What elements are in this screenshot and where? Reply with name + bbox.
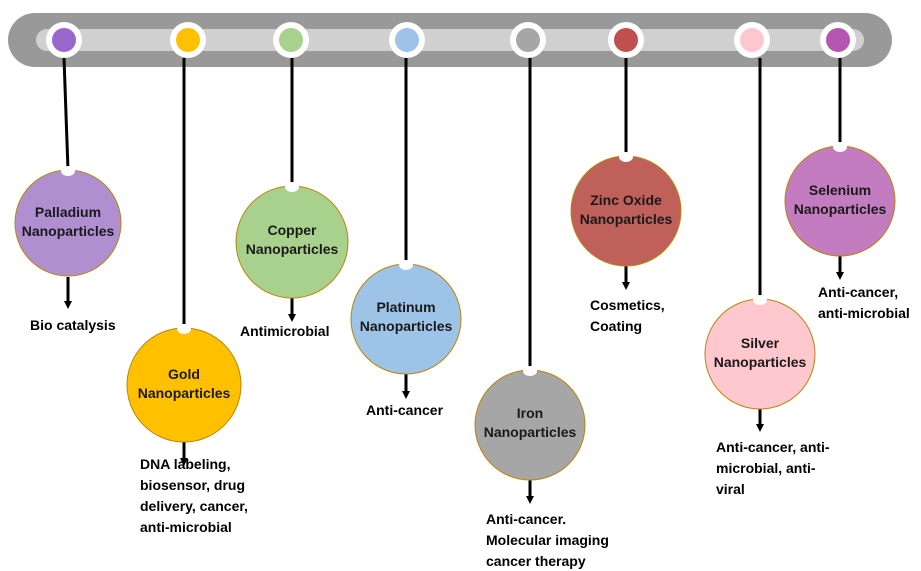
- application-text-line: delivery, cancer,: [140, 498, 248, 514]
- timeline-marker-dot: [176, 28, 200, 52]
- nanoparticle-name-line: Nanoparticles: [360, 318, 453, 334]
- nanoparticle-name-line: Nanoparticles: [138, 385, 231, 401]
- nanoparticle-name-line: Gold: [168, 366, 200, 382]
- application-text-line: biosensor, drug: [140, 477, 245, 493]
- nanoparticle-name-line: Palladium: [35, 204, 101, 220]
- timeline-marker-dot: [395, 28, 419, 52]
- nanoparticle-name-line: Nanoparticles: [794, 201, 887, 217]
- application-text-line: anti-microbial: [818, 305, 910, 321]
- application-text-line: Molecular imaging: [486, 532, 609, 548]
- application-text-line: cancer therapy: [486, 553, 586, 569]
- node-knob: [177, 324, 191, 334]
- timeline-marker-dot: [826, 28, 850, 52]
- application-text-line: Anti-cancer: [366, 402, 444, 418]
- application-text-line: Antimicrobial: [240, 323, 329, 339]
- timeline-marker-dot: [614, 28, 638, 52]
- nanoparticle-name-line: Nanoparticles: [22, 223, 115, 239]
- timeline-marker-dot: [279, 28, 303, 52]
- node-knob: [753, 295, 767, 305]
- nanoparticle-name-line: Silver: [741, 335, 780, 351]
- node-knob: [833, 142, 847, 152]
- connector-line: [62, 57, 70, 171]
- node-knob: [399, 260, 413, 270]
- nanoparticle-name-line: Copper: [268, 222, 318, 238]
- node-knob: [619, 152, 633, 162]
- application-text-line: microbial, anti-: [716, 460, 816, 476]
- application-text-line: Cosmetics,: [590, 297, 665, 313]
- application-text-line: Anti-cancer, anti-: [716, 439, 830, 455]
- node-knob: [61, 166, 75, 176]
- application-text-line: Bio catalysis: [30, 317, 116, 333]
- application-text-line: Anti-cancer,: [818, 284, 898, 300]
- application-text-line: Coating: [590, 318, 642, 334]
- nanoparticle-name-line: Iron: [517, 405, 543, 421]
- application-text-line: anti-microbial: [140, 519, 232, 535]
- timeline-marker-dot: [52, 28, 76, 52]
- application-text-line: Anti-cancer.: [486, 511, 566, 527]
- timeline-bar-track: [36, 29, 864, 51]
- timeline-marker-dot: [740, 28, 764, 52]
- timeline-marker-dot: [516, 28, 540, 52]
- nanoparticle-name-line: Nanoparticles: [580, 211, 673, 227]
- nanoparticle-name-line: Platinum: [376, 299, 435, 315]
- node-knob: [285, 182, 299, 192]
- application-text-line: viral: [716, 481, 745, 497]
- node-knob: [523, 366, 537, 376]
- nanoparticle-name-line: Nanoparticles: [484, 424, 577, 440]
- nanoparticle-name-line: Selenium: [809, 182, 871, 198]
- nanoparticle-name-line: Zinc Oxide: [590, 192, 662, 208]
- application-text-line: DNA labeling,: [140, 456, 231, 472]
- nanoparticle-name-line: Nanoparticles: [714, 354, 807, 370]
- nanoparticle-name-line: Nanoparticles: [246, 241, 339, 257]
